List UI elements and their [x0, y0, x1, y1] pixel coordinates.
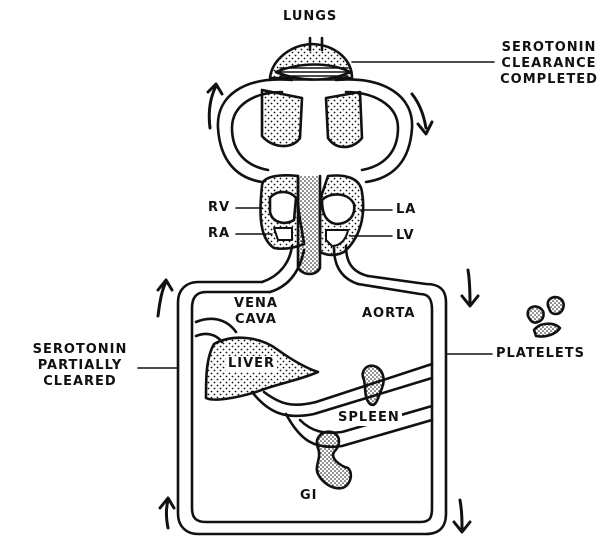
serotonin-partial-line-2: PARTIALLY — [20, 358, 140, 374]
vena-cava-label: VENA CAVA — [228, 296, 284, 328]
la-label: LA — [396, 202, 416, 218]
serotonin-partial-line-1: SEROTONIN — [20, 342, 140, 358]
lungs-label: LUNGS — [283, 9, 337, 25]
serotonin-partial-line-3: CLEARED — [20, 374, 140, 390]
aorta-label: AORTA — [362, 306, 415, 322]
platelets-icon — [528, 297, 564, 336]
serotonin-partial-label: SEROTONIN PARTIALLY CLEARED — [20, 342, 140, 390]
gi-label: GI — [300, 488, 318, 504]
gi-organ — [317, 432, 351, 489]
pulmonary-loop — [218, 79, 412, 182]
serotonin-completed-line-2: CLEARANCE — [494, 56, 604, 72]
vena-cava-line-2: CAVA — [228, 312, 284, 328]
ra-label: RA — [208, 226, 230, 242]
spleen-label: SPLEEN — [336, 410, 402, 426]
vena-cava-line-1: VENA — [228, 296, 284, 312]
rv-label: RV — [208, 200, 230, 216]
lv-label: LV — [396, 228, 415, 244]
serotonin-completed-line-1: SEROTONIN — [494, 40, 604, 56]
liver-label: LIVER — [226, 356, 277, 372]
platelets-label: PLATELETS — [496, 346, 585, 362]
serotonin-completed-line-3: COMPLETED — [494, 72, 604, 88]
serotonin-completed-label: SEROTONIN CLEARANCE COMPLETED — [494, 40, 604, 88]
spleen-organ — [363, 366, 384, 405]
